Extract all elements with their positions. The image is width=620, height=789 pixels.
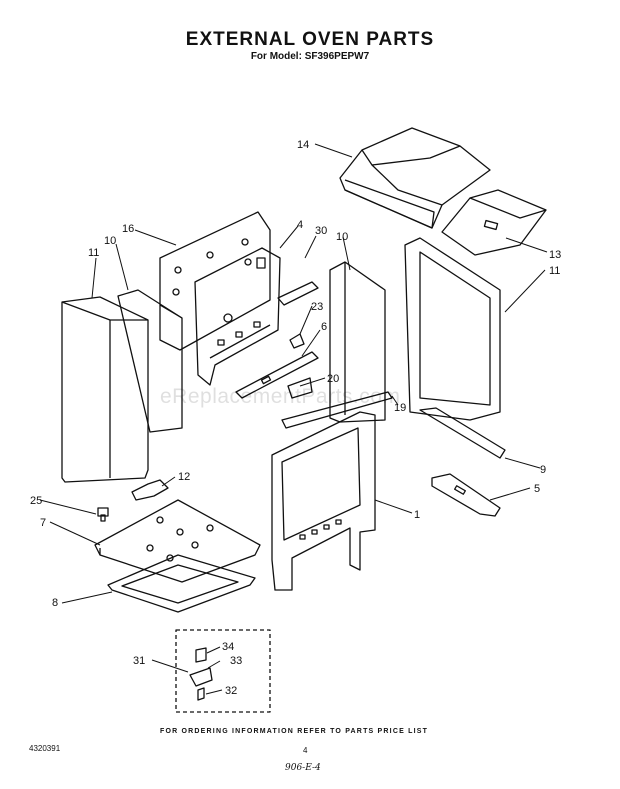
callout-4: 4 xyxy=(297,219,303,231)
leader-lines xyxy=(39,143,548,695)
callout-7: 7 xyxy=(40,517,46,529)
callout-23: 23 xyxy=(311,301,323,313)
callout-labels: 14 13 11 16 4 30 10 11 10 23 6 20 19 9 1… xyxy=(30,139,561,697)
callout-32: 32 xyxy=(225,685,237,697)
part-14-top-shield xyxy=(339,127,491,229)
callout-20: 20 xyxy=(327,373,339,385)
callout-11-right: 11 xyxy=(549,265,560,277)
callout-25: 25 xyxy=(30,495,42,507)
callout-31: 31 xyxy=(133,655,145,667)
page-title: EXTERNAL OVEN PARTS xyxy=(185,29,435,50)
part-16-back-panel xyxy=(159,211,271,351)
part-9-lower-rail xyxy=(419,407,506,459)
part-25-screw xyxy=(97,507,109,522)
part-13-bracket xyxy=(441,189,547,256)
part-20-bracket xyxy=(287,377,313,399)
document-number: 4320391 xyxy=(29,744,61,753)
callout-8: 8 xyxy=(52,597,58,609)
callout-9: 9 xyxy=(540,464,546,476)
callout-30: 30 xyxy=(315,225,327,237)
part-8-insulation-pad xyxy=(107,554,256,613)
handwritten-note: 906-E-4 xyxy=(285,763,321,773)
part-23-clip xyxy=(289,333,305,349)
callout-10-right: 10 xyxy=(336,231,348,243)
part-4-rear-wall xyxy=(194,247,281,386)
callout-16: 16 xyxy=(122,223,134,235)
watermark: eReplacementParts.com xyxy=(160,385,401,408)
part-19-front-rail xyxy=(281,391,393,429)
part-1-front-frame xyxy=(271,411,376,591)
part-30-bracket xyxy=(277,281,319,306)
callout-6: 6 xyxy=(321,321,327,333)
callout-10-left: 10 xyxy=(104,235,116,247)
part-31-group xyxy=(175,629,271,713)
callout-34: 34 xyxy=(222,641,234,653)
callout-5: 5 xyxy=(534,483,540,495)
callout-1: 1 xyxy=(414,509,420,521)
part-10-left-inner-panel xyxy=(117,289,183,433)
model-subtitle: For Model: SF396PEPW7 xyxy=(250,51,370,62)
part-12-clip xyxy=(131,479,169,501)
part-7-oven-bottom xyxy=(94,499,261,583)
part-5-lower-bracket xyxy=(431,473,501,517)
callout-11-left: 11 xyxy=(88,247,99,259)
part-10-right-inner-panel xyxy=(329,261,386,423)
callout-12: 12 xyxy=(178,471,190,483)
part-11-left-side-panel xyxy=(61,296,149,483)
page-number: 4 xyxy=(303,746,308,755)
callout-19: 19 xyxy=(394,402,406,414)
callout-33: 33 xyxy=(230,655,242,667)
callout-13: 13 xyxy=(549,249,561,261)
part-11-right-side-frame xyxy=(404,237,501,421)
ordering-note: FOR ORDERING INFORMATION REFER TO PARTS … xyxy=(160,728,429,735)
callout-14: 14 xyxy=(297,139,309,151)
part-6-bottom-rail xyxy=(235,351,319,399)
